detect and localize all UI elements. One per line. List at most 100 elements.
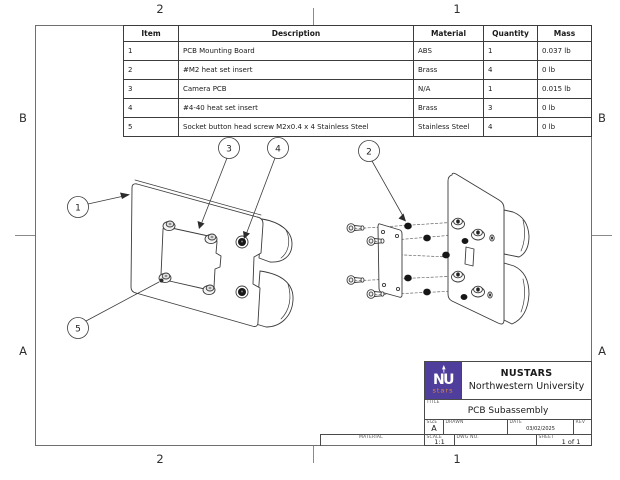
bom-cell-description: #4-40 heat set insert (178, 98, 414, 118)
bom-header-description: Description (178, 25, 414, 42)
bom-row-5: 5 Socket button head screw M2x0.4 x 4 St… (123, 117, 592, 137)
rocket-icon (442, 365, 446, 370)
material-box: MATERIAL (320, 434, 424, 446)
balloon-4: 4 (243, 137, 289, 239)
bom-cell-description: Socket button head screw M2x0.4 x 4 Stai… (178, 117, 414, 137)
sheet-cell: SHEET 1 of 1 (537, 434, 591, 446)
bom-header-material: Material (413, 25, 484, 42)
balloon-2: 2 (358, 140, 406, 222)
title-block-org-row: NU stars NUSTARS Northwestern University (425, 362, 591, 400)
insert-hole-top (235, 235, 249, 249)
zone-tick-right (592, 235, 612, 236)
rev-label: REV (575, 419, 586, 425)
size-cell: SIZE A (425, 420, 444, 434)
dwg-no-cell: DWG NO. (455, 435, 537, 445)
bom-cell-description: Camera PCB (178, 79, 414, 99)
drawing-title: PCB Subassembly (467, 406, 549, 416)
pcb-screw-top-left (162, 220, 176, 232)
date-label: DATE (509, 419, 523, 425)
bom-cell-description: PCB Mounting Board (178, 41, 414, 61)
rear-fin-top (503, 209, 530, 258)
bom-cell-item: 3 (123, 79, 179, 99)
zone-tick-top (313, 8, 314, 25)
zone-tick-left (15, 235, 35, 236)
zone-column-label-bottom-left: 2 (156, 452, 164, 466)
bom-row-3: 3 Camera PCB N/A 1 0.015 lb (123, 79, 592, 99)
nustars-logo: NU stars (425, 362, 462, 399)
bom-cell-material: Brass (413, 98, 484, 118)
bom-cell-quantity: 1 (483, 79, 538, 99)
bom-row-4: 4 #4-40 heat set insert Brass 3 0 lb (123, 98, 592, 118)
logo-stars-text: stars (433, 387, 454, 395)
pcb-screw-top-right (204, 233, 218, 245)
balloon-3-number: 3 (226, 145, 232, 155)
drawn-cell: DRAWN (444, 420, 508, 434)
bom-cell-material: N/A (413, 79, 484, 99)
balloon-5: 5 (67, 278, 164, 339)
boss-bottom-right (471, 285, 485, 298)
date-value: 03/02/2025 (526, 426, 555, 432)
bom-cell-mass: 0.037 lb (537, 41, 592, 61)
balloon-3: 3 (197, 137, 240, 229)
title-block: NU stars NUSTARS Northwestern University… (424, 361, 592, 446)
title-label: TITLE (426, 399, 440, 405)
heat-set-inserts (404, 222, 469, 300)
sheet-label: SHEET (538, 434, 555, 440)
scale-cell: SCALE 1:1 (425, 434, 455, 446)
size-drawn-date-rev-row: SIZE A DRAWN DATE 03/02/2025 REV (425, 420, 591, 435)
bom-cell-item: 1 (123, 41, 179, 61)
bom-cell-material: Stainless Steel (413, 117, 484, 137)
zone-row-label-left-bottom: A (19, 344, 27, 358)
bom-cell-material: ABS (413, 41, 484, 61)
zone-column-label-bottom-right: 1 (453, 452, 461, 466)
zone-row-label-right-bottom: A (598, 344, 606, 358)
zone-row-label-left-top: B (19, 111, 27, 125)
bom-cell-item: 2 (123, 60, 179, 80)
sheet-value: 1 of 1 (561, 437, 581, 446)
bom-cell-quantity: 3 (483, 98, 538, 118)
logo-nu-text: NU (433, 372, 454, 388)
balloon-4-number: 4 (275, 145, 281, 155)
fin-top (258, 218, 293, 263)
org-name: NUSTARS (500, 367, 553, 379)
boss-bottom-left (451, 270, 465, 283)
bom-cell-quantity: 1 (483, 41, 538, 61)
bom-cell-material: Brass (413, 60, 484, 80)
dwg-no-label: DWG NO. (456, 434, 479, 440)
bom-cell-quantity: 4 (483, 60, 538, 80)
drawn-label: DRAWN (445, 419, 464, 425)
title-row: TITLE PCB Subassembly (425, 400, 591, 420)
rear-board-outline (447, 172, 505, 325)
balloon-2-number: 2 (366, 148, 372, 158)
bom-cell-mass: 0.015 lb (537, 79, 592, 99)
insert-hole-bottom (235, 285, 249, 299)
bom-cell-mass: 0 lb (537, 117, 592, 137)
bom-header-item: Item (123, 25, 179, 42)
balloon-1: 1 (67, 192, 130, 218)
bom-header-mass: Mass (537, 25, 592, 42)
organization-cell: NUSTARS Northwestern University (462, 362, 591, 399)
bom-header-row: Item Description Material Quantity Mass (123, 25, 592, 42)
bom-row-1: 1 PCB Mounting Board ABS 1 0.037 lb (123, 41, 592, 61)
bom-row-2: 2 #M2 heat set insert Brass 4 0 lb (123, 60, 592, 80)
board-hole-bottom (487, 291, 493, 299)
zone-row-label-right-top: B (598, 111, 606, 125)
bom-table: Item Description Material Quantity Mass … (123, 25, 592, 137)
material-label: MATERIAL (359, 434, 383, 440)
balloon-5-number: 5 (75, 325, 81, 335)
date-cell: DATE 03/02/2025 (508, 420, 574, 434)
exploded-view-rear (346, 172, 530, 325)
rev-cell: REV (574, 420, 591, 434)
zone-column-label-top-right: 1 (453, 2, 461, 16)
bom-cell-description: #M2 heat set insert (178, 60, 414, 80)
size-label: SIZE (426, 419, 438, 425)
rear-screws (346, 223, 385, 299)
scale-label: SCALE (426, 434, 442, 440)
boss-top-left (451, 217, 465, 230)
bom-header-quantity: Quantity (483, 25, 538, 42)
bom-cell-item: 4 (123, 98, 179, 118)
zone-column-label-top-left: 2 (156, 2, 164, 16)
org-subtitle: Northwestern University (468, 380, 585, 392)
fin-bottom (255, 270, 294, 328)
